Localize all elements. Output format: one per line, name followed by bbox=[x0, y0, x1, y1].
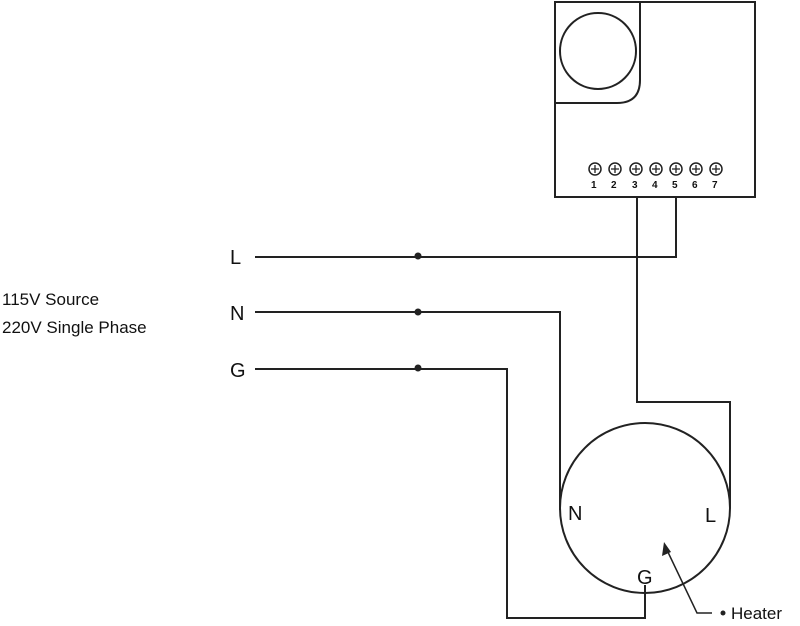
wire-line-n bbox=[255, 311, 561, 510]
heater-callout-label: Heater bbox=[731, 604, 782, 623]
callout-dot bbox=[720, 610, 726, 616]
controller-window bbox=[555, 1, 641, 104]
terminal-7: 7 bbox=[709, 162, 723, 191]
junction-g bbox=[414, 364, 422, 372]
heater-n-terminal-label: N bbox=[568, 503, 582, 525]
terminal-strip: 1 2 3 4 5 6 7 bbox=[588, 162, 723, 191]
terminal-2: 2 bbox=[608, 162, 622, 191]
svg-text:1: 1 bbox=[591, 180, 597, 191]
heater-ground-label: G bbox=[637, 567, 653, 589]
wire-line-g bbox=[255, 368, 646, 619]
terminal-1: 1 bbox=[588, 162, 602, 191]
svg-text:7: 7 bbox=[712, 180, 718, 191]
terminal-3: 3 bbox=[629, 162, 643, 191]
svg-text:3: 3 bbox=[632, 180, 638, 191]
svg-text:4: 4 bbox=[652, 180, 658, 191]
controller-box bbox=[554, 1, 756, 198]
heater-callout: Heater bbox=[662, 542, 782, 623]
heater-l-terminal-label: L bbox=[705, 505, 716, 527]
controller-dial bbox=[559, 12, 637, 90]
heater: N L G bbox=[559, 422, 731, 594]
terminal-6: 6 bbox=[689, 162, 703, 191]
terminal-4: 4 bbox=[649, 162, 663, 191]
wire-terminal-3-to-heater-l bbox=[636, 197, 731, 508]
svg-text:2: 2 bbox=[611, 180, 617, 191]
callout-arrowhead bbox=[662, 542, 671, 556]
junction-l bbox=[414, 252, 422, 260]
wire-line-l bbox=[255, 197, 677, 258]
svg-text:6: 6 bbox=[692, 180, 698, 191]
line-l-label: L bbox=[230, 247, 241, 269]
junction-n bbox=[414, 308, 422, 316]
source-phase-label: 220V Single Phase bbox=[2, 318, 147, 337]
line-g-label: G bbox=[230, 360, 246, 382]
line-n-label: N bbox=[230, 303, 244, 325]
callout-leader-line bbox=[665, 547, 712, 614]
svg-text:5: 5 bbox=[672, 180, 678, 191]
source-voltage-label: 115V Source bbox=[2, 290, 99, 309]
heater-body bbox=[559, 422, 731, 594]
terminal-5: 5 bbox=[669, 162, 683, 191]
